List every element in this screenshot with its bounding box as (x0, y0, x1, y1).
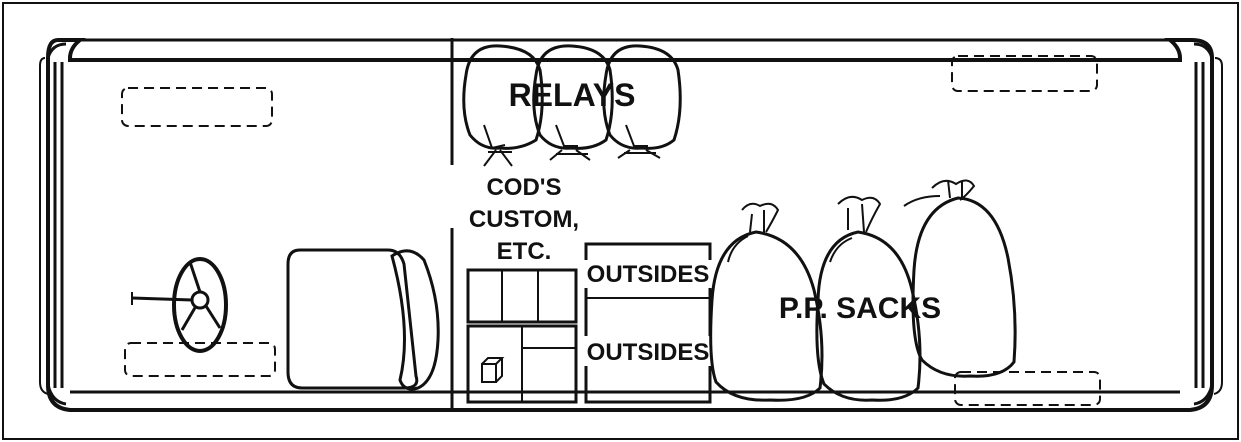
window-outlines (121, 55, 1101, 406)
cods-custom-label: COD'S CUSTOM, ETC. (469, 174, 579, 265)
relay-sack-1 (462, 44, 544, 167)
pp-sack-1 (709, 202, 824, 402)
outsides-label-bottom: OUTSIDES (587, 339, 710, 366)
cods-label-line1: COD'S (486, 174, 561, 201)
steering-wheel-icon (131, 257, 228, 353)
pp-sacks: P.P. SACKS (709, 179, 1017, 402)
cods-tray (466, 268, 578, 404)
cods-label-line3: ETC. (497, 238, 552, 265)
relay-sack-3 (602, 44, 682, 159)
outsides-label-top: OUTSIDES (587, 261, 710, 288)
cods-label-line2: CUSTOM, (469, 206, 579, 233)
relays-label: RELAYS (509, 77, 636, 113)
driver-seat-icon (286, 248, 440, 391)
pp-sacks-label: P.P. SACKS (779, 292, 941, 325)
relay-sacks: RELAYS (462, 44, 682, 167)
outsides-tray: OUTSIDES OUTSIDES (584, 242, 712, 404)
vehicle-body (39, 38, 1223, 412)
relay-sack-2 (532, 44, 614, 161)
parcel-icon (481, 357, 505, 383)
pp-sack-3 (903, 179, 1017, 378)
